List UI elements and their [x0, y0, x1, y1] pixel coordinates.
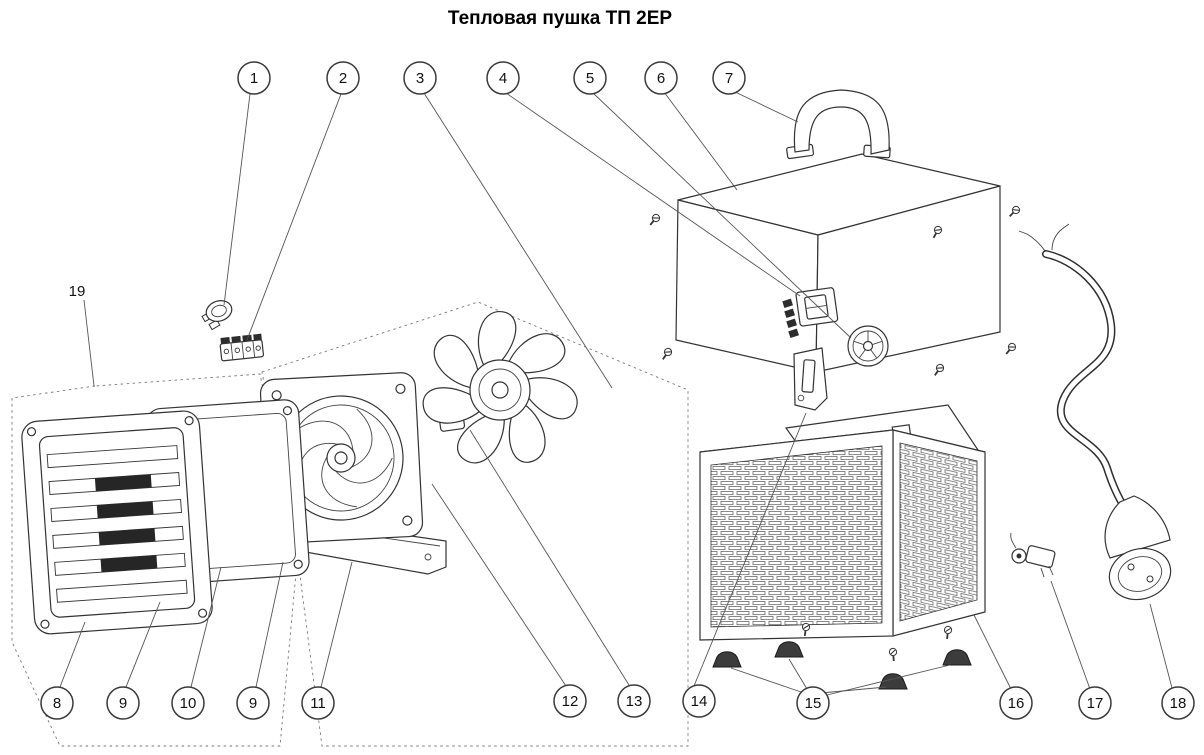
screw-icon — [1002, 341, 1018, 358]
svg-text:10: 10 — [180, 695, 197, 712]
carry-handle — [786, 89, 891, 160]
leader-line-3 — [423, 92, 613, 389]
svg-text:9: 9 — [119, 695, 127, 712]
callout-5: 5 — [573, 61, 607, 95]
leader-line-14 — [693, 412, 807, 687]
callout-1: 1 — [237, 61, 271, 95]
leader-line-2 — [246, 93, 342, 341]
fan-impeller — [416, 303, 586, 470]
diagram-title: Тепловая пушка ТП 2ЕР — [448, 8, 673, 29]
leader-line-4 — [505, 92, 801, 297]
svg-text:1: 1 — [250, 70, 258, 87]
svg-text:11: 11 — [310, 695, 326, 712]
callout-15: 15 — [796, 686, 830, 720]
heater-cage — [699, 429, 986, 641]
svg-text:14: 14 — [691, 693, 708, 710]
callout-9b: 9 — [236, 686, 270, 720]
callout-18: 18 — [1161, 686, 1195, 720]
leader-line-18 — [1149, 603, 1173, 689]
foot — [774, 641, 804, 658]
leader-line-13 — [469, 429, 630, 686]
dotted-boundary-left — [11, 373, 298, 747]
leader-line-11 — [320, 561, 353, 688]
screw-icon — [930, 362, 946, 379]
svg-text:15: 15 — [805, 695, 822, 712]
svg-text:7: 7 — [725, 70, 733, 87]
svg-text:2: 2 — [339, 70, 347, 87]
screw-icon — [658, 346, 674, 363]
leader-line-9b — [255, 561, 284, 688]
leader-line-12 — [431, 483, 567, 687]
mounting-bracket — [793, 347, 828, 411]
callout-7: 7 — [712, 61, 746, 95]
leader-line-5 — [592, 92, 852, 339]
callout-16: 16 — [999, 686, 1033, 720]
screw-icon — [1006, 204, 1022, 220]
leader-line-6 — [663, 91, 738, 191]
svg-text:13: 13 — [626, 693, 643, 710]
svg-text:6: 6 — [657, 70, 665, 87]
svg-text:12: 12 — [562, 693, 579, 710]
leader-line-1 — [223, 93, 251, 306]
foot — [942, 649, 972, 666]
leader-line-9a — [125, 601, 161, 688]
svg-text:8: 8 — [53, 695, 61, 712]
callout-4: 4 — [486, 61, 520, 95]
leader-lines — [59, 90, 1173, 696]
front-grille — [21, 410, 213, 635]
housing-cover — [675, 153, 1001, 373]
leader-line-10 — [190, 566, 222, 688]
callout-9a: 9 — [106, 686, 140, 720]
screw-icon — [888, 647, 899, 663]
callout-14: 14 — [682, 684, 716, 718]
leader-line-15a — [730, 667, 802, 693]
leader-line-15d — [826, 664, 951, 696]
thermal-switch — [1010, 532, 1056, 578]
svg-text:3: 3 — [416, 70, 424, 87]
leader-line-7 — [732, 90, 799, 123]
callout-10: 10 — [171, 686, 205, 720]
power-plug — [1104, 495, 1172, 601]
thermal-fuse — [201, 300, 233, 331]
callout-8: 8 — [40, 686, 74, 720]
leader-line-15b — [788, 658, 808, 690]
callout-13: 13 — [617, 684, 651, 718]
callout-12: 12 — [553, 684, 587, 718]
svg-text:4: 4 — [499, 70, 507, 87]
callout-6: 6 — [644, 61, 678, 95]
svg-text:17: 17 — [1087, 695, 1104, 712]
terminal-block — [219, 333, 265, 362]
svg-text:5: 5 — [586, 70, 594, 87]
cord-wheel — [847, 325, 889, 367]
label-19: 19 — [69, 283, 86, 300]
callout-2: 2 — [326, 61, 360, 95]
leader-line-19 — [83, 299, 95, 387]
power-cord — [1018, 223, 1128, 511]
callout-11: 11 — [301, 686, 335, 720]
leader-line-8 — [59, 621, 86, 688]
screw-icon — [646, 212, 662, 229]
power-switch — [795, 287, 839, 327]
svg-text:16: 16 — [1008, 695, 1025, 712]
callout-3: 3 — [403, 61, 437, 95]
leader-line-16 — [973, 614, 1012, 690]
svg-text:18: 18 — [1170, 695, 1187, 712]
foot — [712, 651, 742, 668]
callout-17: 17 — [1078, 686, 1112, 720]
leader-line-17 — [1050, 580, 1091, 690]
screw-icon — [942, 625, 953, 641]
leader-line-15c — [820, 686, 887, 694]
switch-terminals — [782, 298, 799, 339]
svg-text:9: 9 — [249, 695, 257, 712]
